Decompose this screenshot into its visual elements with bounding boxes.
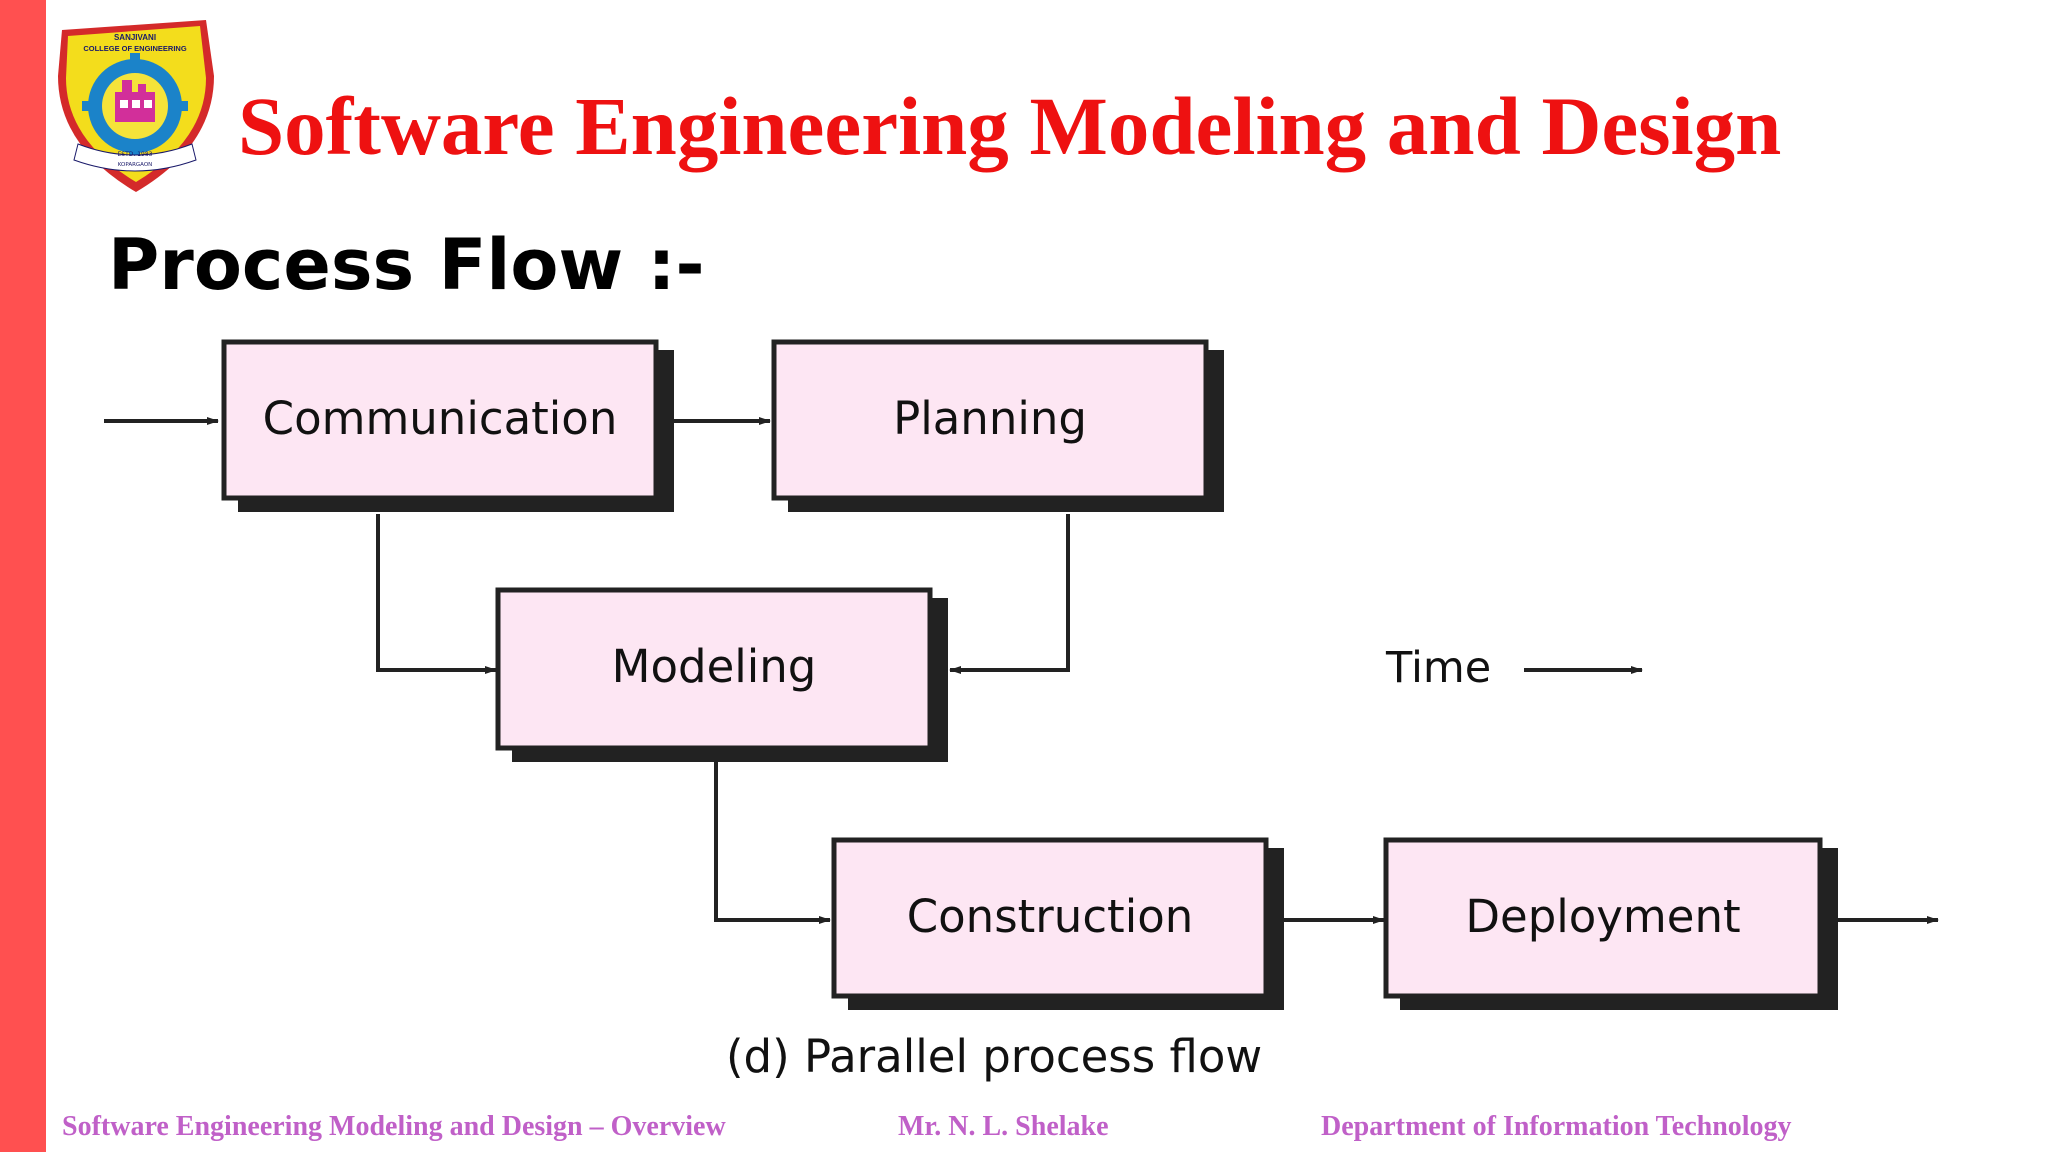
college-logo: SANJIVANI COLLEGE OF ENGINEERING ESTD. 1…	[54, 16, 216, 196]
node-communication-label: Communication	[263, 392, 618, 445]
node-planning-label: Planning	[893, 392, 1087, 445]
section-title: Process Flow :-	[108, 224, 705, 306]
footer-department: Department of Information Technology	[1321, 1111, 1792, 1142]
node-planning: Planning	[771, 339, 1224, 512]
left-accent-bar	[0, 0, 46, 1152]
node-deployment: Deployment	[1383, 837, 1838, 1010]
node-modeling-label: Modeling	[612, 640, 817, 693]
planning-to-modeling-arrow	[949, 514, 1070, 674]
modeling-to-construction-arrow	[714, 762, 831, 924]
time-label: Time	[1385, 643, 1491, 693]
svg-text:SANJIVANI: SANJIVANI	[114, 33, 156, 42]
diagram-caption: (d) Parallel process flow	[726, 1030, 1262, 1083]
svg-text:COLLEGE OF ENGINEERING: COLLEGE OF ENGINEERING	[83, 44, 187, 53]
node-modeling: Modeling	[495, 587, 948, 762]
slide-title: Software Engineering Modeling and Design	[238, 80, 1782, 172]
node-construction: Construction	[831, 837, 1284, 1010]
footer-course-title: Software Engineering Modeling and Design…	[62, 1111, 726, 1142]
node-communication: Communication	[221, 339, 674, 512]
node-construction-label: Construction	[907, 890, 1194, 943]
node-deployment-label: Deployment	[1465, 890, 1740, 943]
communication-to-modeling-arrow	[376, 514, 497, 674]
connectors	[104, 417, 1939, 924]
footer-author: Mr. N. L. Shelake	[898, 1111, 1109, 1142]
svg-text:KOPARGAON: KOPARGAON	[118, 162, 153, 168]
svg-text:ESTD. 1983: ESTD. 1983	[118, 151, 153, 158]
